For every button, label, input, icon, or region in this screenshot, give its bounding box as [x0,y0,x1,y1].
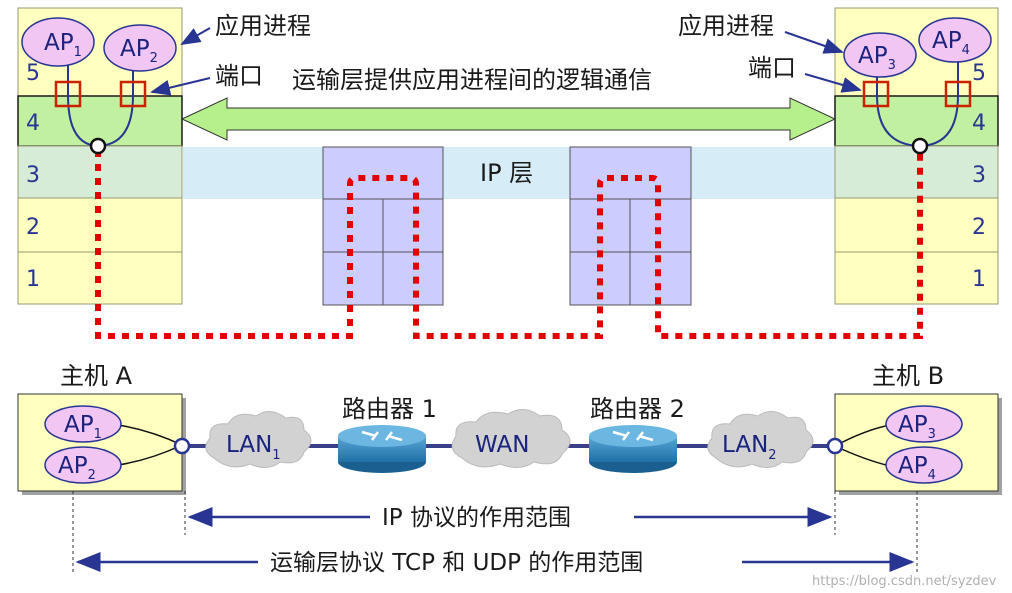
ap1-label: AP1 [64,412,102,442]
ap2-label: AP2 [120,36,158,66]
ap2-label: AP2 [58,453,96,483]
host-b-interface [826,437,844,455]
host-b-processes: AP3 AP4 [843,17,992,155]
port-box [119,80,147,108]
watermark: https://blog.csdn.net/syzdev [812,574,997,589]
router-1-stack [322,146,444,306]
transport-scope-label: 运输层协议 TCP 和 UDP 的作用范围 [270,550,643,576]
logical-communication-arrow [180,97,837,141]
layer-number-4: 4 [26,111,40,136]
layer-number-1: 1 [972,267,986,292]
host-a-processes: AP1 AP2 [21,17,177,155]
app-process-label-left: 应用进程 [215,12,311,40]
port-box [862,80,890,108]
ap3-label: AP3 [898,412,936,442]
ip-scope-label: IP 协议的作用范围 [382,505,571,531]
lan2-label: LAN2 [722,432,777,463]
logical-communication-label: 运输层提供应用进程间的逻辑通信 [292,66,652,94]
wan-cloud: WAN [451,409,571,468]
ip-layer-label: IP 层 [480,159,533,187]
ip-layer-band [183,147,835,199]
layer-number-2: 2 [26,215,40,240]
ap1-label: AP1 [44,30,82,60]
layer-number-3: 3 [972,163,986,188]
port-box [944,80,972,108]
layer-number-1: 1 [26,267,40,292]
port-box [54,80,82,108]
router-2-stack [569,146,692,306]
port-label-left: 端口 [215,62,263,90]
lan1-label: LAN1 [226,432,281,463]
connection-point [911,137,929,155]
router-2-icon [589,425,677,473]
port-label-right: 端口 [748,54,796,82]
app-process-label-right: 应用进程 [678,12,774,40]
layer-number-5: 5 [972,61,986,86]
host-b-label: 主机 B [872,362,944,390]
data-path [95,150,923,339]
router-1-icon [338,425,426,473]
layer-number-2: 2 [972,215,986,240]
layer-number-4: 4 [972,111,986,136]
host-b-box: AP3 AP4 [834,393,1002,495]
layer-number-5: 5 [26,61,40,86]
lan1-cloud: LAN1 [205,411,312,468]
router-2-label: 路由器 2 [590,395,685,423]
ap3-label: AP3 [858,43,896,73]
connection-point [89,137,107,155]
lan2-cloud: LAN2 [707,411,814,468]
wan-label: WAN [475,432,529,458]
ap4-label: AP4 [932,28,970,58]
host-a-interface [173,437,191,455]
host-a-box: AP1 AP2 [17,393,186,495]
ap4-label: AP4 [898,453,936,483]
layer-number-3: 3 [26,163,40,188]
router-1-label: 路由器 1 [342,395,437,423]
host-a-label: 主机 A [60,362,133,390]
